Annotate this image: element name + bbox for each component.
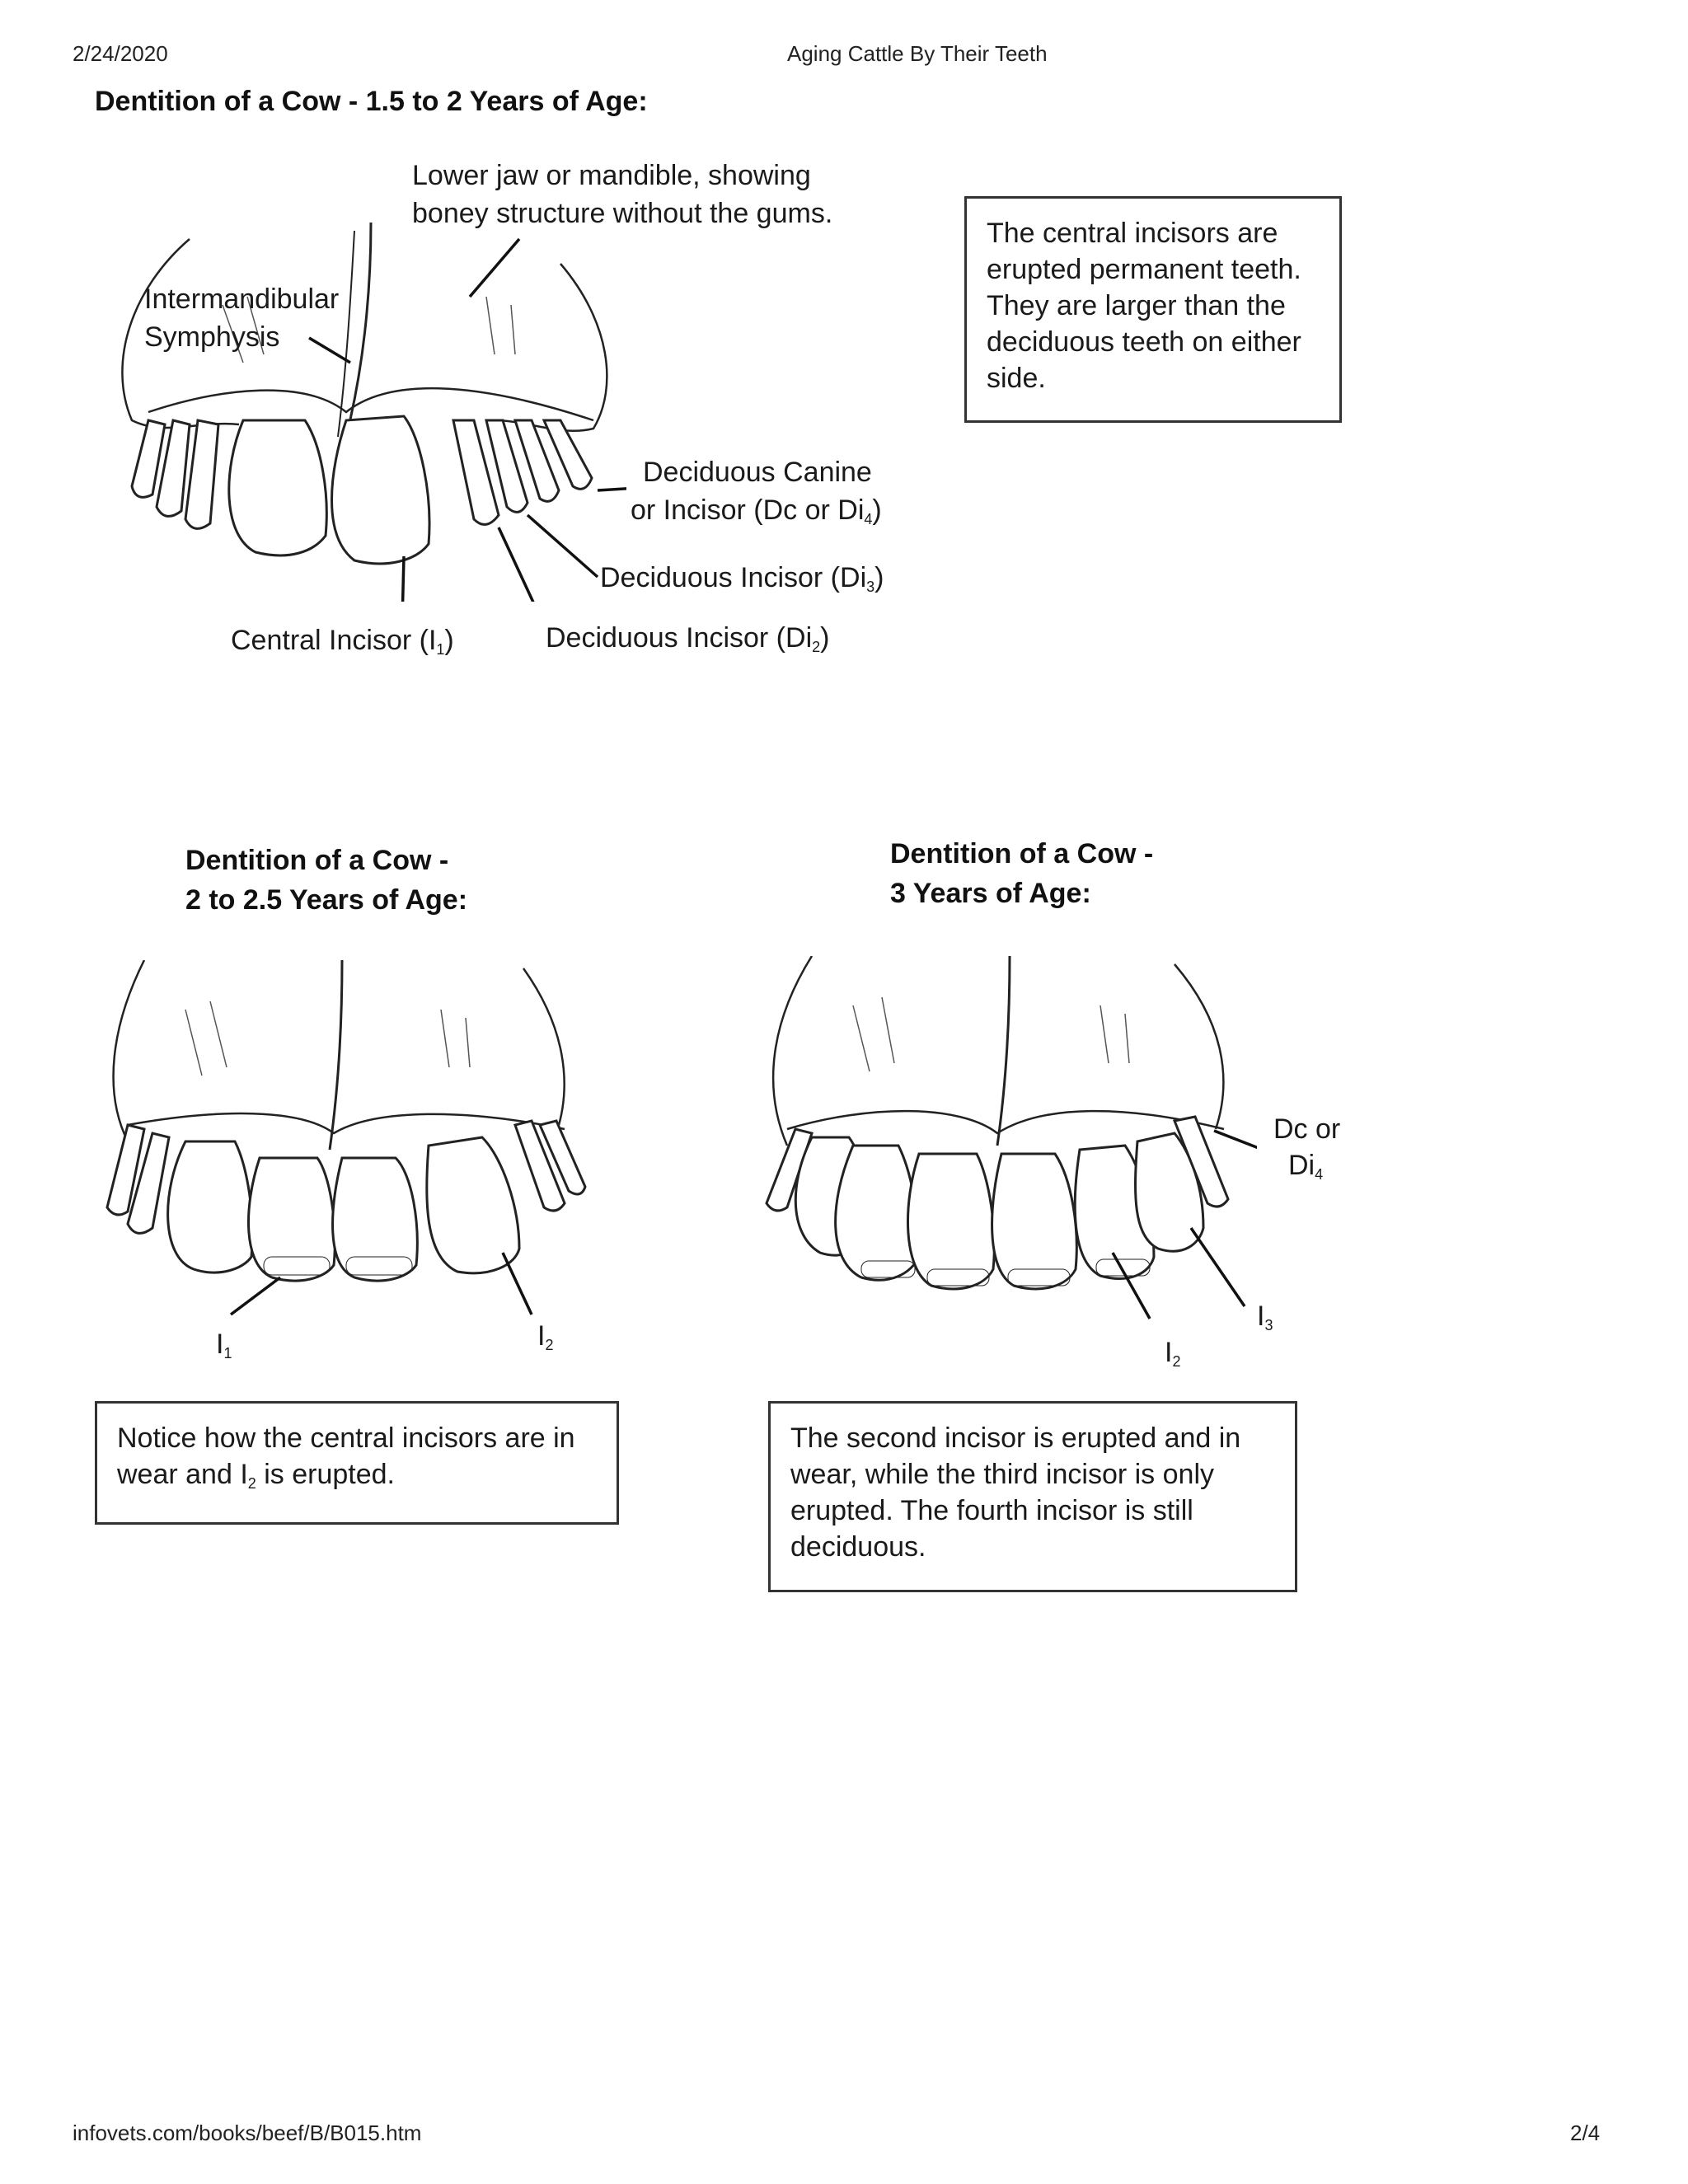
- header-date: 2/24/2020: [73, 41, 168, 67]
- label-i1-section2: I1: [216, 1329, 232, 1362]
- jaw-illustration-3: [746, 956, 1257, 1335]
- label-lower-jaw-line1: Lower jaw or mandible, showing: [412, 157, 832, 194]
- section3-note-box: The second incisor is erupted and in wea…: [768, 1401, 1297, 1592]
- label-i2-section3: I2: [1165, 1337, 1180, 1371]
- label-symphysis-line1: Intermandibular: [144, 280, 339, 318]
- label-dc-di4: Dc or Di4: [1273, 1111, 1340, 1193]
- jaw-illustration-1: [99, 173, 626, 602]
- label-central-incisor: Central Incisor (I1): [231, 625, 454, 658]
- label-deciduous-incisor-di2: Deciduous Incisor (Di2): [546, 622, 829, 656]
- label-deciduous-incisor-di3: Deciduous Incisor (Di3): [600, 562, 884, 596]
- label-dc-line1: Dc or: [1273, 1111, 1340, 1147]
- label-symphysis-line2: Symphysis: [144, 318, 339, 356]
- label-canine-line2: or Incisor (Dc or Di4): [631, 491, 882, 538]
- footer-url[interactable]: infovets.com/books/beef/B/B015.htm: [73, 2121, 421, 2146]
- section1-note-box: The central incisors are erupted permane…: [964, 196, 1342, 423]
- label-i3-section3: I3: [1257, 1301, 1273, 1334]
- label-i2-section2: I2: [537, 1320, 553, 1354]
- section2-note-box: Notice how the central incisors are in w…: [95, 1401, 619, 1525]
- footer-page-number: 2/4: [1570, 2121, 1600, 2146]
- header-page-title: Aging Cattle By Their Teeth: [787, 41, 1048, 67]
- section2-title-line2: 2 to 2.5 Years of Age:: [185, 880, 467, 920]
- section3-title-line1: Dentition of a Cow -: [890, 834, 1153, 874]
- label-lower-jaw: Lower jaw or mandible, showing boney str…: [412, 157, 832, 232]
- section2-title-line1: Dentition of a Cow -: [185, 841, 467, 880]
- label-lower-jaw-line2: boney structure without the gums.: [412, 194, 832, 232]
- label-canine-line1: Deciduous Canine: [631, 453, 882, 491]
- label-deciduous-canine: Deciduous Canine or Incisor (Dc or Di4): [631, 453, 882, 538]
- label-intermandibular-symphysis: Intermandibular Symphysis: [144, 280, 339, 356]
- section3-title-line2: 3 Years of Age:: [890, 874, 1153, 913]
- label-dc-line2: Di4: [1273, 1147, 1340, 1193]
- section3-title: Dentition of a Cow - 3 Years of Age:: [890, 834, 1153, 913]
- section2-title: Dentition of a Cow - 2 to 2.5 Years of A…: [185, 841, 467, 920]
- jaw-illustration-2: [95, 960, 589, 1323]
- section1-title: Dentition of a Cow - 1.5 to 2 Years of A…: [95, 86, 648, 118]
